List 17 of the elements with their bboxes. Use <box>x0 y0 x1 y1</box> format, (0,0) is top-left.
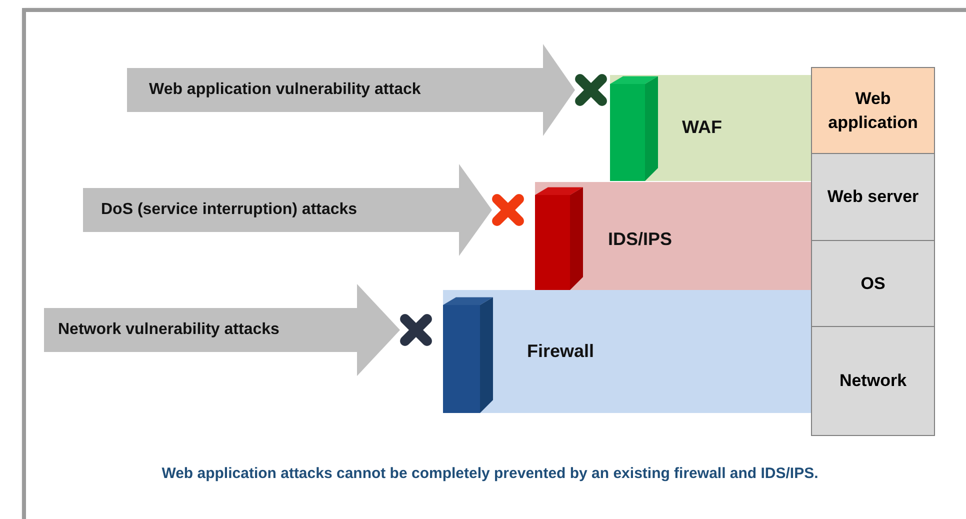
layer-cell: Web application <box>811 67 935 154</box>
band <box>535 182 811 290</box>
cross-icon <box>575 74 607 106</box>
band-label: WAF <box>682 117 722 138</box>
band-label: Firewall <box>527 341 594 362</box>
edge-label: DoS (service interruption) attacks <box>101 200 358 220</box>
edge-label: Network vulnerability attacks <box>58 320 280 340</box>
band <box>443 290 811 413</box>
caption: Web application attacks cannot be completely prevented by an existing firewall and IDS/IPS. <box>160 465 820 482</box>
band <box>610 75 811 181</box>
band-label: IDS/IPS <box>608 229 672 250</box>
layer-cell: OS <box>811 240 935 327</box>
cross-icon <box>492 194 524 226</box>
edge-label: Web application vulnerability attack <box>149 80 421 100</box>
layer-cell: Web server <box>811 153 935 241</box>
cross-icon <box>400 314 432 346</box>
layer-cell: Network <box>811 326 935 436</box>
